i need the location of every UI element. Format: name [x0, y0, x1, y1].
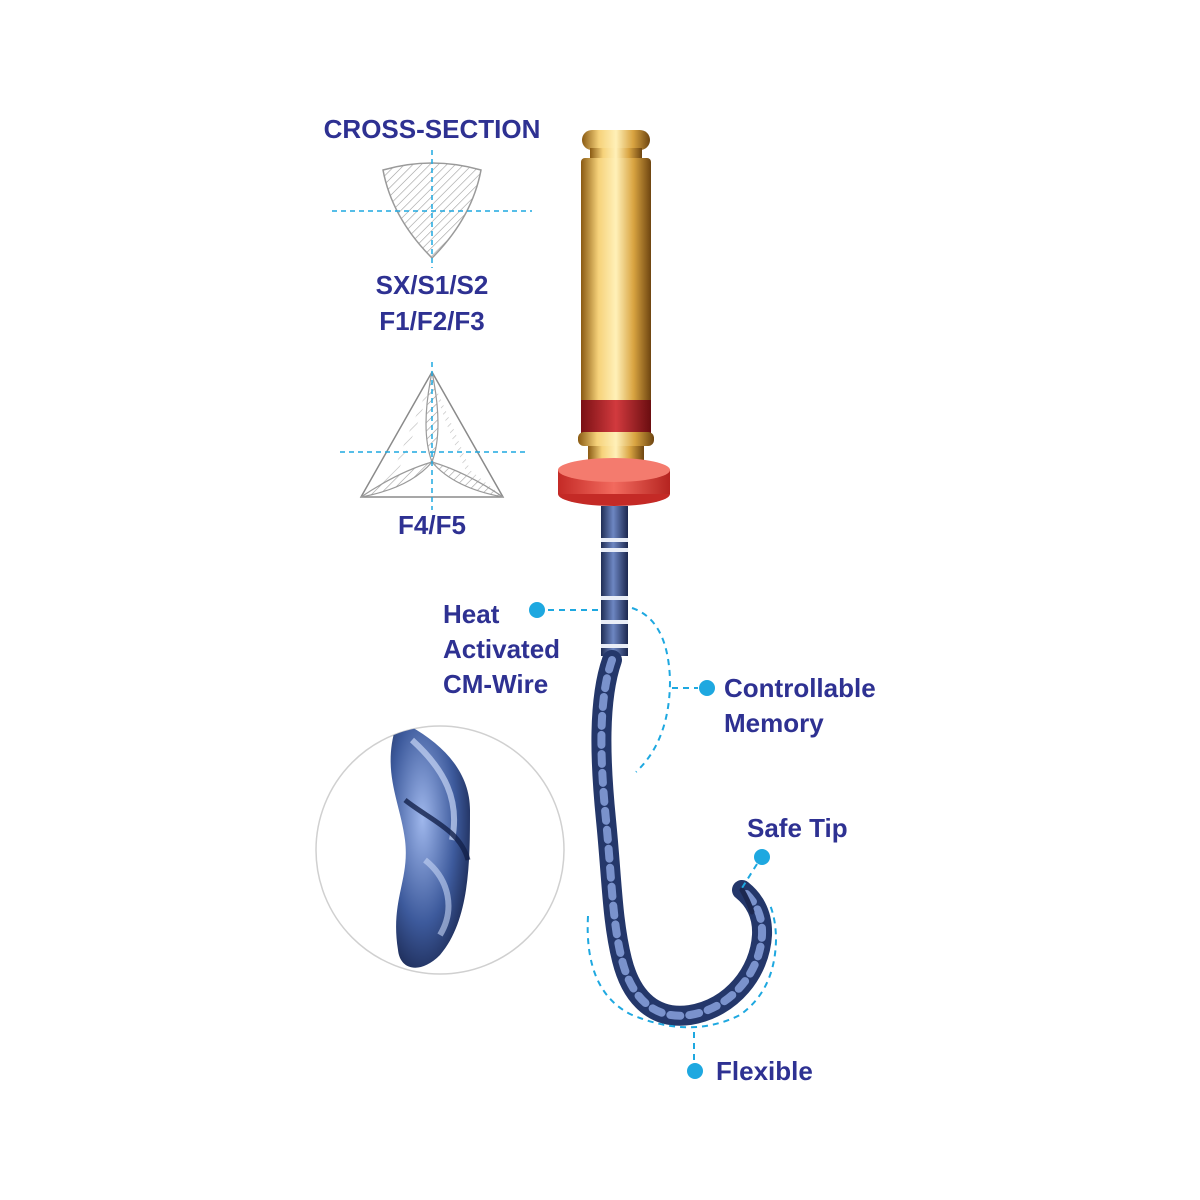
callout-safe-tip-connector	[741, 849, 770, 889]
flexible-label: Flexible	[716, 1056, 813, 1086]
group-a-label-line1: SX/S1/S2	[375, 270, 489, 300]
memory-label-line2: Memory	[724, 708, 824, 738]
cross-section-convex-triangle	[332, 150, 532, 268]
file-shaft	[601, 506, 628, 656]
rubber-stopper	[558, 458, 670, 506]
file-handle	[578, 130, 654, 468]
group-a-label-line2: F1/F2/F3	[379, 306, 485, 336]
heat-label-line3: CM-Wire	[443, 669, 549, 699]
magnified-tip-view	[315, 725, 565, 975]
callout-memory-connector	[631, 607, 715, 773]
cross-section-blade-triangle	[340, 362, 526, 510]
heat-label-line2: Activated	[443, 634, 561, 664]
callout-heat-connector	[529, 602, 598, 618]
safe-tip-label: Safe Tip	[747, 813, 848, 843]
cross-section-title: CROSS-SECTION	[323, 114, 541, 144]
heat-label-line1: Heat	[443, 599, 500, 629]
twisted-file-blade	[591, 650, 773, 1026]
memory-label-line1: Controllable	[724, 673, 876, 703]
group-b-label: F4/F5	[398, 510, 466, 540]
callout-flexible-connector	[586, 904, 778, 1079]
